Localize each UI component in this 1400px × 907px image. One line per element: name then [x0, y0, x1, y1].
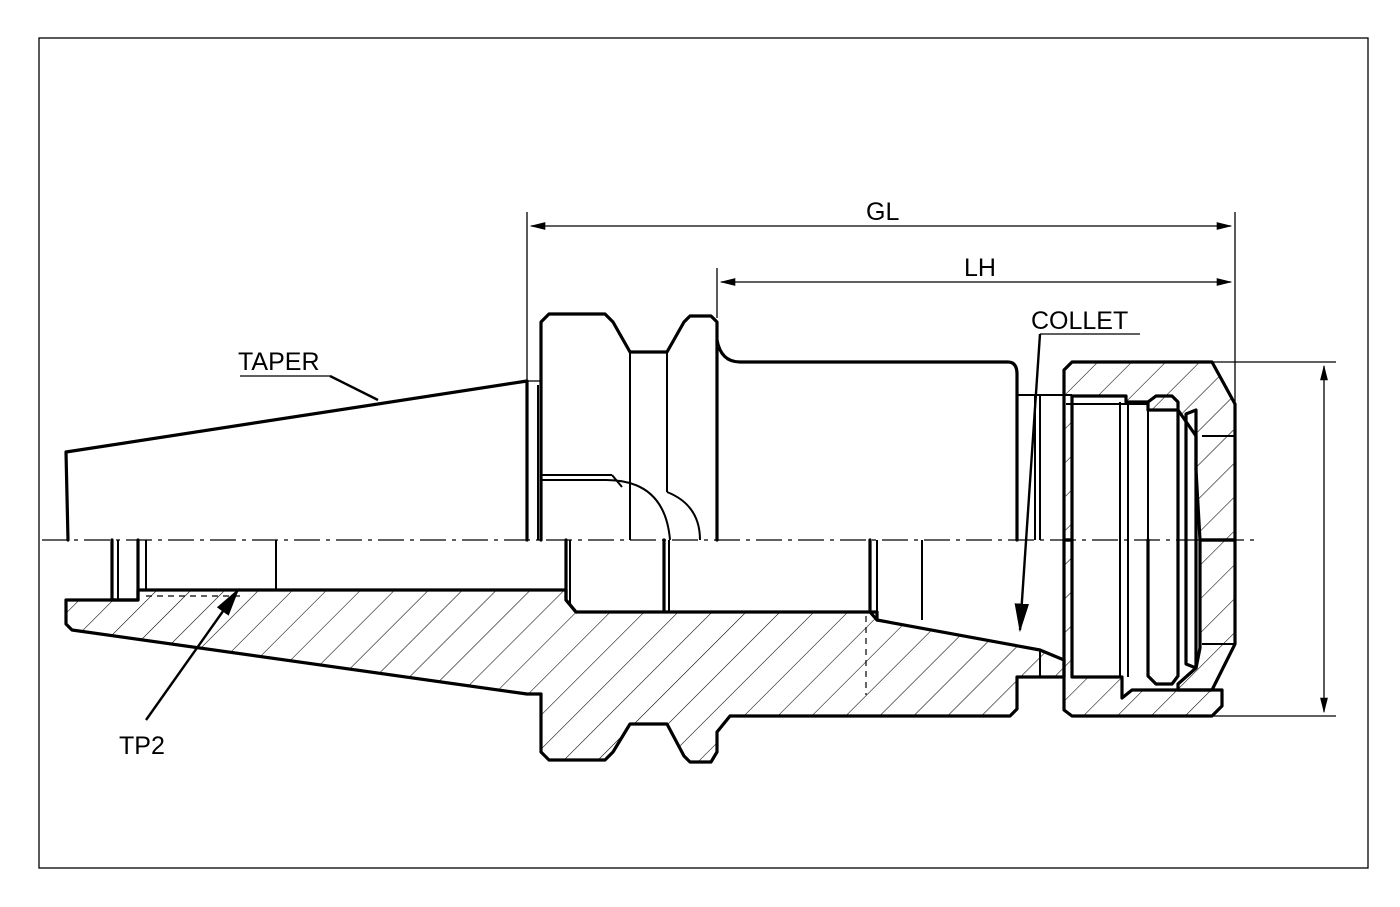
collet-label: COLLET — [1031, 307, 1128, 335]
tp2-label: TP2 — [119, 732, 165, 760]
leader-tp2 — [145, 588, 240, 721]
dimension-gl — [526, 212, 1236, 402]
drawing-frame — [38, 37, 1369, 869]
leader-taper — [240, 374, 379, 402]
upper-half-outline — [64, 312, 1072, 542]
gl-label: GL — [866, 198, 899, 226]
collet-nut-lower — [1062, 538, 1237, 718]
lh-label: LH — [964, 254, 996, 282]
lower-half-section — [64, 538, 1066, 764]
collet-nut-upper — [1062, 360, 1237, 542]
leader-collet — [1014, 333, 1140, 633]
taper-label: TAPER — [238, 348, 320, 376]
dimension-lh — [716, 268, 1233, 318]
dimension-diameter — [1212, 361, 1336, 717]
